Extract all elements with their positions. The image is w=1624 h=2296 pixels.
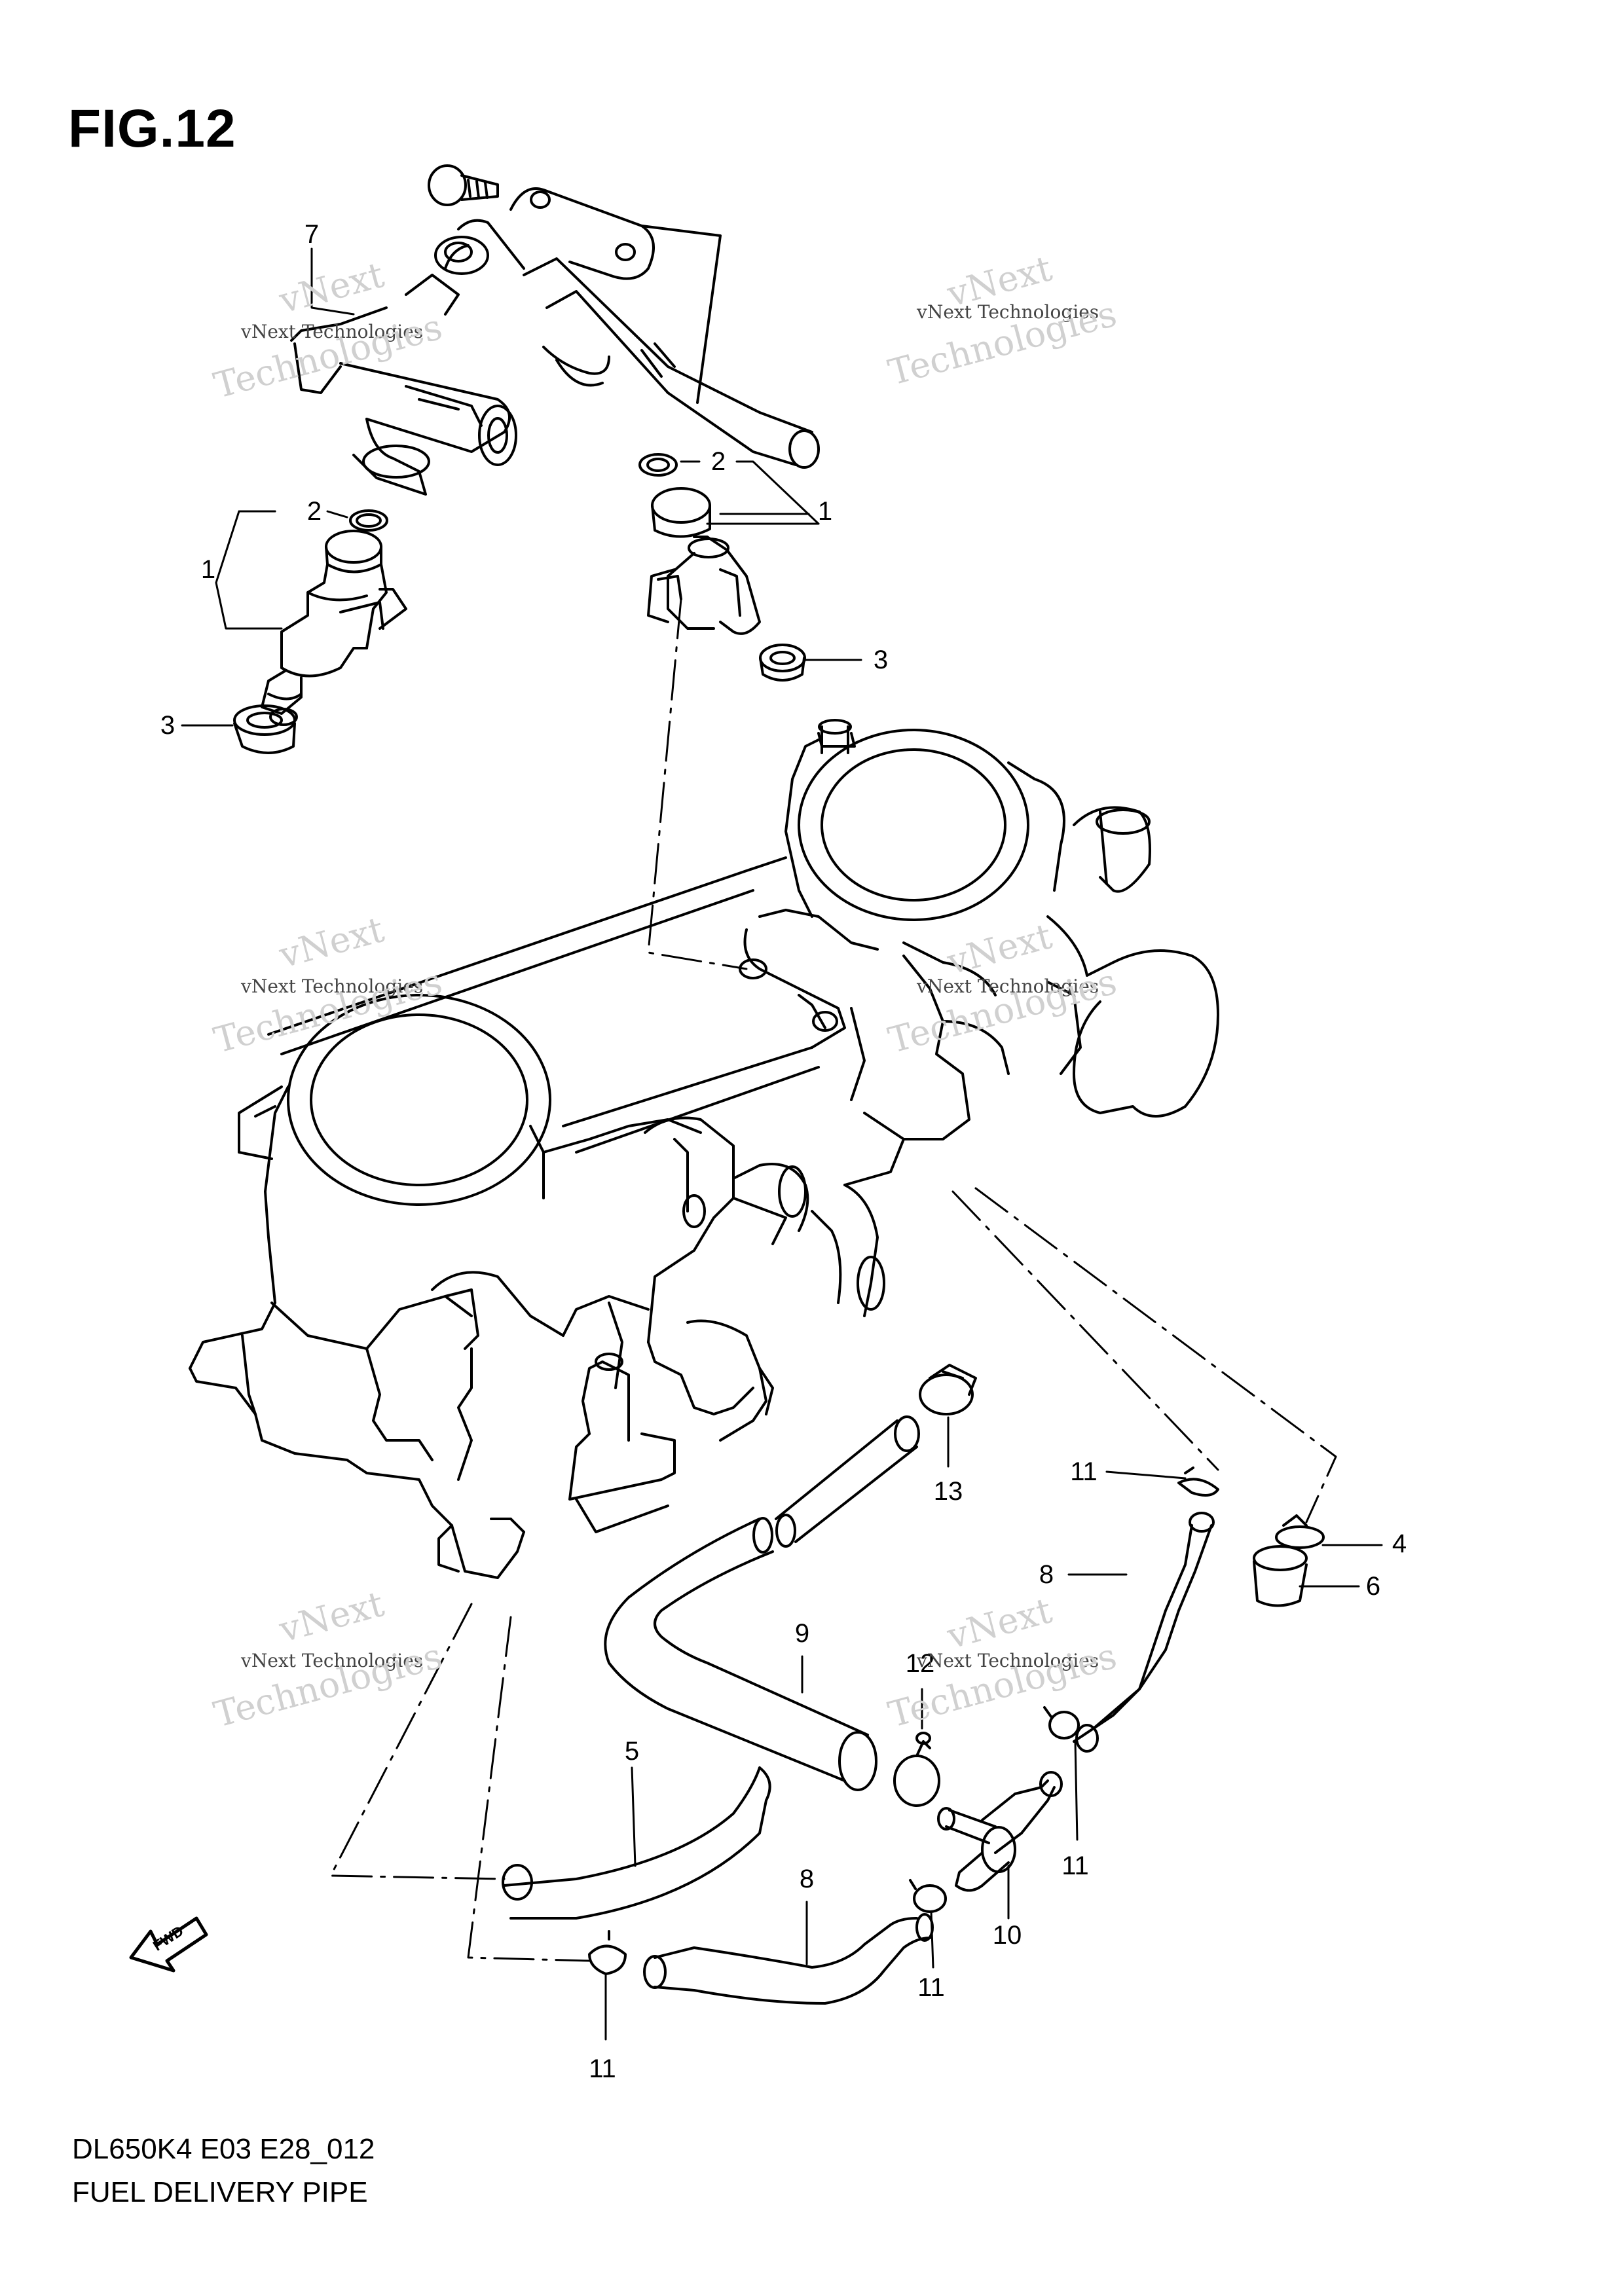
watermark-low-left: vNext Technologies <box>241 1650 423 1671</box>
screw-part <box>428 164 499 206</box>
callout-2-left: 2 <box>306 497 322 526</box>
watermark-low-center-big2: Technologies <box>884 1635 1121 1737</box>
callout-7: 7 <box>304 220 320 249</box>
clamp-11-right-part <box>1043 1706 1080 1740</box>
o-ring-left-part <box>349 509 388 532</box>
hose-13-part <box>775 1415 920 1548</box>
hose-9-part <box>604 1517 877 1791</box>
callout-11-right: 11 <box>1061 1851 1089 1880</box>
watermark-top-left-big2: Technologies <box>210 306 447 408</box>
callout-5: 5 <box>624 1737 640 1766</box>
watermark-mid-left-big: vNext <box>275 909 388 977</box>
callout-3-right: 3 <box>873 646 889 674</box>
watermark-mid-left: vNext Technologies <box>241 975 423 997</box>
watermark-text: vNext Technologies <box>917 975 1099 997</box>
watermark-text: vNext Technologies <box>917 301 1099 323</box>
clamp-12-part <box>893 1732 940 1807</box>
callout-10: 10 <box>992 1921 1022 1950</box>
watermark-top-mid-big: vNext <box>943 247 1056 316</box>
watermark-low-center-big: vNext <box>943 1590 1056 1658</box>
o-ring-right-part <box>638 453 678 477</box>
watermark-mid-left-big2: Technologies <box>210 961 447 1063</box>
throttle-body-part <box>189 719 1219 1579</box>
callout-12: 12 <box>905 1649 935 1678</box>
reference-lines <box>329 234 1337 1962</box>
injector-right-part <box>647 487 761 635</box>
joint-10-part <box>937 1771 1063 1892</box>
watermark-top-mid: vNext Technologies <box>917 301 1099 323</box>
forward-arrow-icon <box>129 1916 208 1973</box>
callout-1-right: 1 <box>817 497 833 526</box>
callout-13: 13 <box>933 1477 963 1506</box>
diagram-caption: FUEL DELIVERY PIPE <box>72 2176 368 2208</box>
clamp-11-mid-part <box>909 1879 947 1913</box>
injector-left-part <box>261 530 407 726</box>
watermark-text: vNext Technologies <box>917 1650 1099 1671</box>
cushion-right-part <box>759 644 806 682</box>
callout-2-right: 2 <box>710 447 726 476</box>
leader-lines <box>181 247 1383 2041</box>
watermark-text: vNext Technologies <box>241 975 424 997</box>
watermark-text: vNext Technologies <box>241 1650 424 1671</box>
watermark-low-center: vNext Technologies <box>917 1650 1099 1671</box>
callout-8-upper: 8 <box>1039 1560 1054 1589</box>
callout-4: 4 <box>1392 1529 1407 1558</box>
hose-8-lower-part <box>643 1913 934 2005</box>
watermark-low-left-big: vNext <box>275 1583 388 1652</box>
callout-9: 9 <box>794 1619 810 1648</box>
watermark-mid-center-big2: Technologies <box>884 961 1121 1063</box>
footer-block: DL650K4 E03 E28_012 FUEL DELIVERY PIPE <box>72 2128 375 2214</box>
watermark-text: vNext Technologies <box>241 321 424 342</box>
callout-6: 6 <box>1365 1572 1381 1601</box>
watermark-top-mid-big2: Technologies <box>884 293 1121 395</box>
clamp-13-part <box>919 1364 977 1415</box>
cushion-left-part <box>233 704 296 754</box>
model-code: DL650K4 E03 E28_012 <box>72 2133 375 2165</box>
watermark-mid-center-big: vNext <box>943 915 1056 984</box>
callout-1-left: 1 <box>200 555 216 584</box>
cap-4-part <box>1275 1514 1325 1549</box>
watermark-mid-center: vNext Technologies <box>917 975 1099 997</box>
watermark-top-left: vNext Technologies <box>241 321 423 342</box>
hose-8-upper-part <box>1073 1512 1215 1753</box>
cap-6-part <box>1253 1545 1308 1607</box>
figure-title: FIG.12 <box>68 99 236 158</box>
callout-3-left: 3 <box>160 711 175 740</box>
callout-11-lower: 11 <box>589 2054 616 2083</box>
hose-5-part <box>502 1766 771 1920</box>
clamp-11-upper-part <box>1177 1467 1219 1497</box>
callout-11-mid: 11 <box>917 1973 945 2002</box>
watermark-top-left-big: vNext <box>275 254 388 323</box>
callout-11-top: 11 <box>1070 1457 1098 1486</box>
clamp-11-lower-part <box>588 1930 627 1975</box>
callout-8-lower: 8 <box>799 1865 815 1893</box>
watermark-low-left-big2: Technologies <box>210 1635 447 1737</box>
